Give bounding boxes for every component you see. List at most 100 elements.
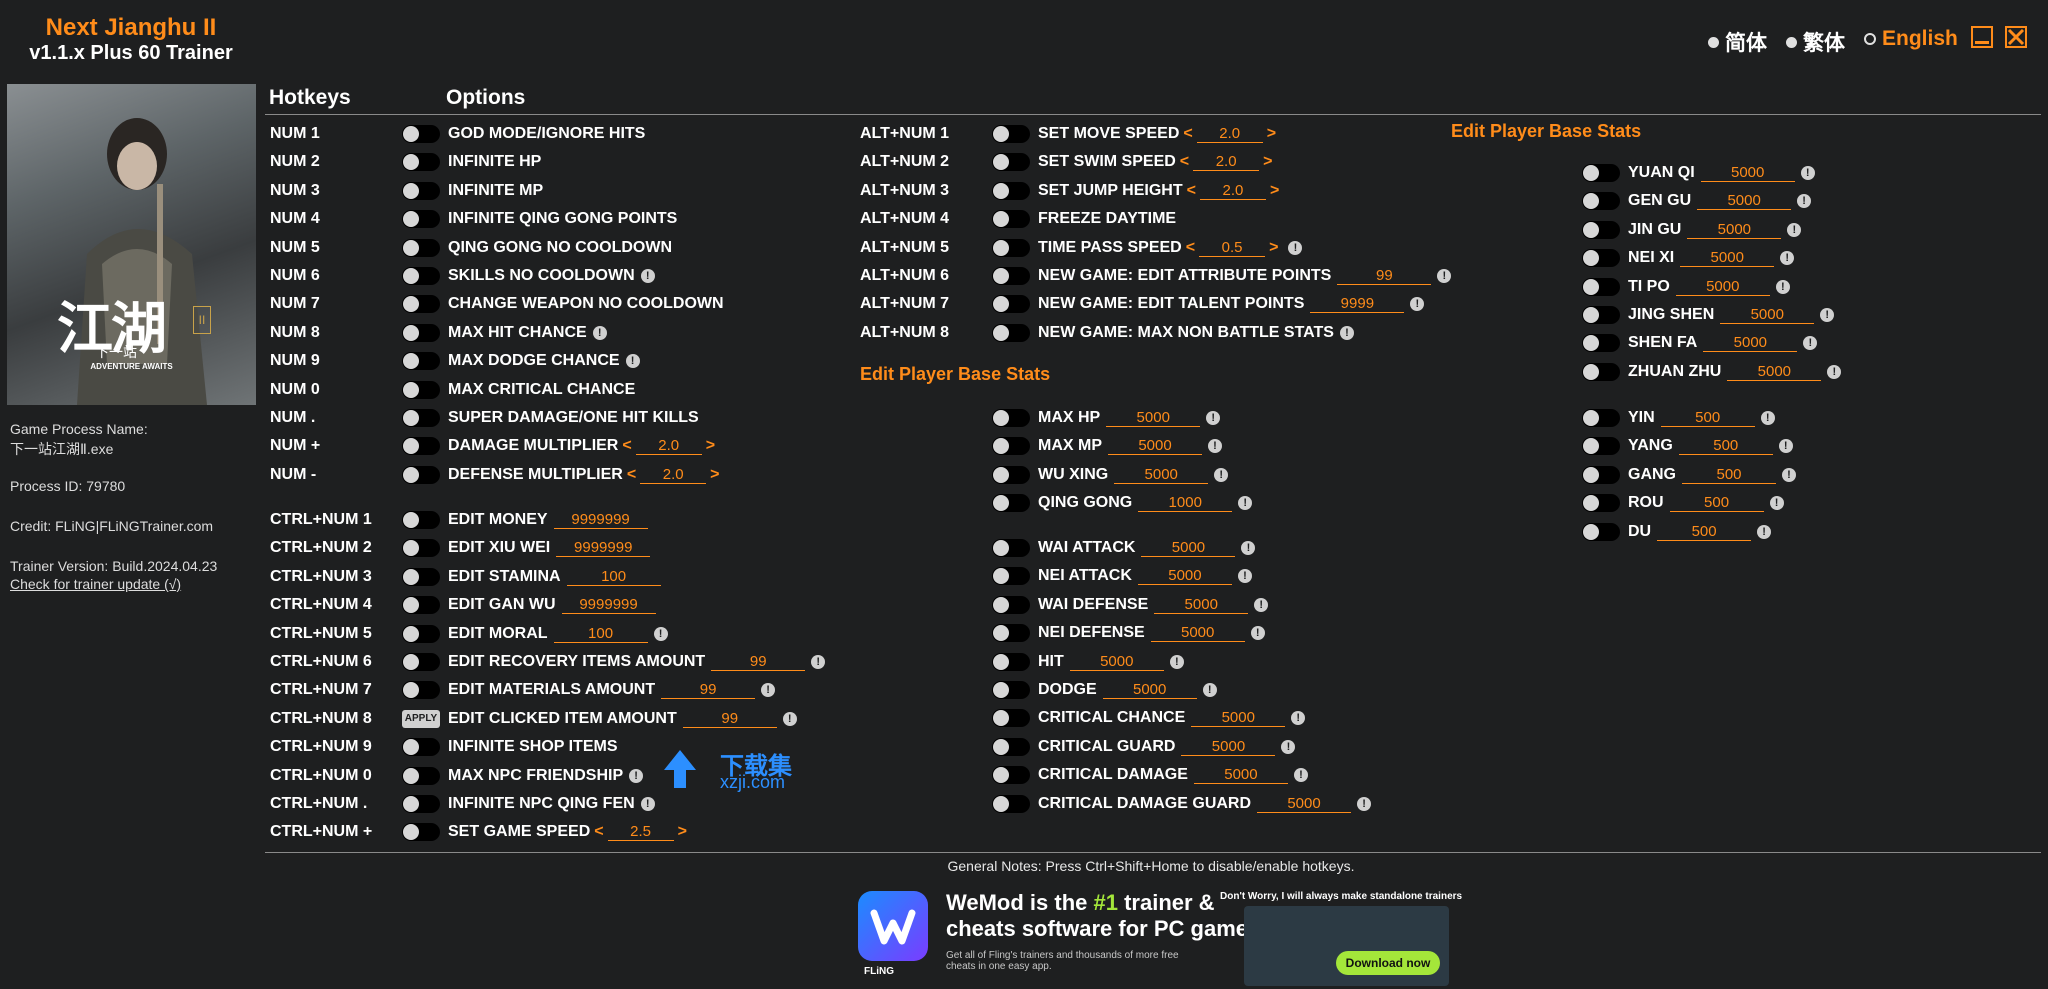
info-icon[interactable]: ! — [1293, 768, 1308, 783]
toggle-switch[interactable] — [992, 125, 1030, 143]
toggle-switch[interactable] — [1582, 277, 1620, 296]
info-icon[interactable]: ! — [1787, 222, 1802, 237]
info-icon[interactable]: ! — [640, 797, 655, 811]
toggle-switch[interactable] — [1582, 494, 1620, 513]
toggle-switch[interactable] — [992, 153, 1030, 172]
value-input[interactable]: 5000 — [1720, 306, 1815, 324]
info-icon[interactable]: ! — [1782, 467, 1796, 482]
spin-value-input[interactable]: 2.0 — [1196, 125, 1263, 143]
toggle-switch[interactable] — [402, 653, 440, 671]
spin-value-input[interactable]: 2.0 — [1199, 182, 1266, 200]
value-input[interactable]: 5000 — [1191, 709, 1286, 728]
info-icon[interactable]: ! — [1760, 411, 1775, 425]
info-icon[interactable]: ! — [1803, 336, 1818, 351]
info-icon[interactable]: ! — [1339, 325, 1354, 340]
value-input[interactable]: 99 — [661, 681, 756, 700]
toggle-switch[interactable] — [1582, 437, 1620, 456]
info-icon[interactable]: ! — [1778, 439, 1793, 454]
toggle-switch[interactable] — [402, 795, 440, 813]
toggle-switch[interactable] — [1582, 465, 1620, 484]
value-input[interactable]: 5000 — [1697, 192, 1792, 211]
value-input[interactable]: 5000 — [1675, 278, 1770, 296]
value-input[interactable]: 9999999 — [561, 596, 656, 615]
info-icon[interactable]: ! — [640, 269, 655, 283]
value-input[interactable]: 100 — [566, 568, 661, 586]
toggle-switch[interactable] — [1582, 334, 1620, 353]
info-icon[interactable]: ! — [1775, 279, 1790, 294]
value-input[interactable]: 5000 — [1114, 466, 1209, 484]
toggle-switch[interactable] — [992, 681, 1030, 699]
toggle-switch[interactable] — [992, 539, 1030, 557]
info-icon[interactable]: ! — [1437, 269, 1452, 283]
increase-arrow[interactable]: > — [1269, 181, 1280, 199]
toggle-switch[interactable] — [402, 437, 440, 456]
toggle-switch[interactable] — [992, 494, 1030, 513]
info-icon[interactable]: ! — [1208, 439, 1222, 454]
download-now-button[interactable]: Download now — [1336, 951, 1440, 975]
increase-arrow[interactable]: > — [705, 437, 716, 455]
toggle-switch[interactable] — [402, 210, 440, 229]
value-input[interactable]: 500 — [1669, 494, 1764, 513]
toggle-switch[interactable] — [402, 567, 440, 586]
decrease-arrow[interactable]: < — [626, 465, 637, 483]
spin-value-input[interactable]: 2.0 — [1193, 153, 1260, 172]
toggle-switch[interactable] — [402, 267, 440, 285]
value-input[interactable]: 99 — [1337, 267, 1432, 285]
toggle-switch[interactable] — [402, 465, 440, 484]
value-input[interactable]: 500 — [1657, 523, 1752, 541]
toggle-switch[interactable] — [402, 539, 440, 558]
decrease-arrow[interactable]: < — [594, 823, 604, 841]
info-icon[interactable]: ! — [629, 768, 644, 783]
wemod-logo-icon[interactable] — [858, 891, 928, 961]
toggle-switch[interactable] — [1582, 164, 1620, 182]
toggle-switch[interactable] — [402, 352, 440, 371]
toggle-switch[interactable] — [402, 380, 440, 399]
toggle-switch[interactable] — [992, 267, 1030, 285]
spin-value-input[interactable]: 0.5 — [1199, 239, 1266, 257]
toggle-switch[interactable] — [992, 409, 1030, 427]
toggle-switch[interactable] — [992, 238, 1030, 257]
lang-simplified-option[interactable]: 简体 — [1708, 27, 1767, 57]
toggle-switch[interactable] — [992, 709, 1030, 728]
info-icon[interactable]: ! — [1281, 739, 1296, 754]
info-icon[interactable]: ! — [1820, 308, 1835, 322]
info-icon[interactable]: ! — [1291, 711, 1306, 726]
value-input[interactable]: 99 — [682, 710, 777, 728]
value-input[interactable]: 5000 — [1102, 681, 1197, 699]
toggle-switch[interactable] — [992, 652, 1030, 671]
value-input[interactable]: 5000 — [1680, 249, 1775, 268]
info-icon[interactable]: ! — [1237, 569, 1252, 584]
toggle-switch[interactable] — [992, 323, 1030, 342]
toggle-switch[interactable] — [402, 323, 440, 342]
value-input[interactable]: 5000 — [1150, 624, 1245, 643]
toggle-switch[interactable] — [402, 181, 440, 200]
apply-button[interactable]: APPLY — [402, 709, 440, 728]
lang-traditional-option[interactable]: 繁体 — [1786, 27, 1845, 57]
increase-arrow[interactable]: > — [1269, 238, 1279, 256]
value-input[interactable]: 1000 — [1138, 494, 1233, 513]
info-icon[interactable]: ! — [782, 711, 797, 726]
info-icon[interactable]: ! — [1238, 496, 1253, 511]
toggle-switch[interactable] — [1582, 306, 1620, 324]
toggle-switch[interactable] — [402, 823, 440, 842]
toggle-switch[interactable] — [402, 511, 440, 529]
value-input[interactable]: 9999 — [1310, 295, 1405, 314]
value-input[interactable]: 500 — [1678, 437, 1773, 456]
decrease-arrow[interactable]: < — [1183, 125, 1193, 142]
increase-arrow[interactable]: > — [1266, 125, 1277, 142]
info-icon[interactable]: ! — [1202, 683, 1217, 697]
value-input[interactable]: 5000 — [1700, 164, 1795, 182]
value-input[interactable]: 99 — [711, 653, 806, 671]
value-input[interactable]: 500 — [1660, 409, 1755, 427]
value-input[interactable]: 5000 — [1181, 738, 1276, 756]
toggle-switch[interactable] — [1582, 409, 1620, 427]
toggle-switch[interactable] — [992, 465, 1030, 484]
value-input[interactable]: 5000 — [1257, 795, 1352, 813]
value-input[interactable]: 5000 — [1141, 539, 1236, 557]
info-icon[interactable]: ! — [1214, 467, 1229, 482]
toggle-switch[interactable] — [992, 295, 1030, 314]
value-input[interactable]: 5000 — [1703, 334, 1798, 353]
toggle-switch[interactable] — [1582, 192, 1620, 211]
spin-value-input[interactable]: 2.0 — [635, 437, 702, 456]
value-input[interactable]: 500 — [1682, 466, 1776, 484]
